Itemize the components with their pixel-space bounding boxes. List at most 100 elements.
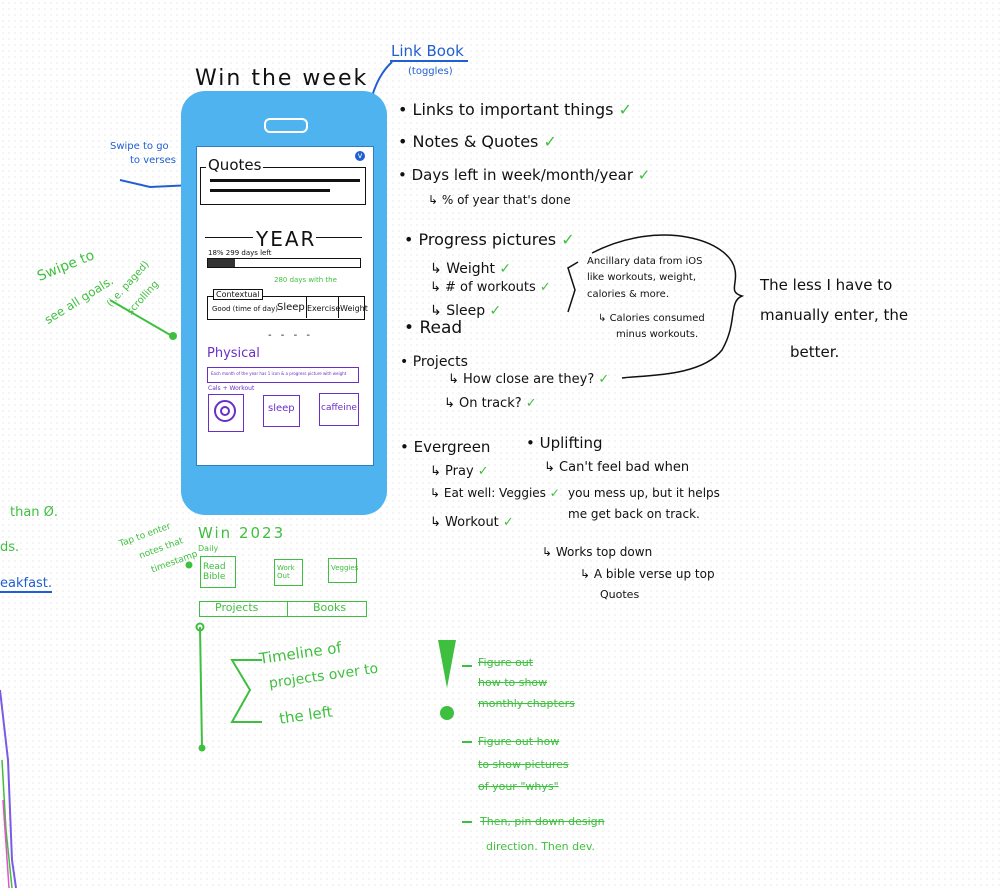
check-icon: ✓	[477, 464, 489, 479]
feature-evergreen: • Evergreen	[400, 438, 491, 456]
caffeine-tile-label: caffeine	[321, 403, 357, 413]
tab-books[interactable]: Books	[313, 601, 347, 614]
feature-read: • Read	[404, 318, 463, 338]
todo-item: how to show	[478, 676, 548, 689]
phone-speaker	[264, 118, 308, 133]
todo-item: direction. Then dev.	[486, 840, 596, 853]
exercise-metric: Exercise	[307, 304, 341, 313]
page-dots: - - - -	[268, 330, 313, 341]
todo-item: Figure out	[478, 656, 534, 669]
left-fragment: ds.	[0, 540, 20, 555]
check-icon: ✓	[539, 280, 551, 295]
tabs-row[interactable]	[199, 601, 367, 617]
work-out-label: Work Out	[277, 564, 295, 580]
uplifting-note: me get back on track.	[568, 507, 700, 521]
check-icon: ✓	[525, 396, 537, 411]
year-label: YEAR	[256, 227, 317, 251]
ancillary-note: Ancillary data from iOS	[587, 256, 703, 267]
check-icon: ✓	[561, 230, 575, 249]
quotes-card[interactable]	[200, 167, 366, 205]
read-bible-tile[interactable]	[200, 556, 236, 588]
underline	[390, 60, 468, 62]
divider	[287, 601, 288, 617]
feature-progress: • Progress pictures ✓	[404, 230, 575, 249]
bible-verse-note: ↳ A bible verse up top	[580, 567, 715, 581]
year-progress-bar	[207, 258, 361, 268]
check-icon: ✓	[637, 166, 651, 184]
check-icon: ✓	[543, 132, 557, 151]
feature-eat-well: ↳ Eat well: Veggies ✓	[430, 486, 560, 500]
calories-note: ↳ Calories consumed	[598, 313, 705, 324]
good-label: Good (time of day)	[212, 305, 279, 313]
swipe-verses-label: Swipe to go	[110, 141, 169, 152]
todo-item: monthly chapters	[478, 697, 575, 710]
check-icon: ✓	[502, 515, 514, 530]
less-enter-note: The less I have to	[760, 276, 893, 294]
year-progress-text: 18% 299 days left	[208, 249, 272, 257]
divider	[205, 237, 253, 238]
read-bible-label: Read Bible	[203, 562, 226, 582]
quote-text-line	[210, 189, 330, 192]
check-icon: ✓	[499, 261, 512, 277]
todo-item: of your "whys"	[478, 780, 559, 793]
physical-bar-text: Each month of the year has 1 icon & a pr…	[211, 371, 347, 376]
quote-text-line	[210, 179, 360, 182]
feature-pct-year: ↳ % of year that's done	[428, 193, 571, 207]
todo-item: Then, pin down design	[480, 815, 605, 828]
cals-label: Cals + Workout	[208, 385, 255, 392]
calorie-ring-tile[interactable]	[208, 394, 244, 432]
works-top-down: ↳ Works top down	[542, 545, 653, 559]
bible-verse-note: Quotes	[600, 588, 640, 601]
phone-title: Win the week	[195, 66, 369, 91]
left-fragment: than Ø.	[10, 505, 59, 520]
divider	[338, 297, 339, 318]
check-icon: ✓	[549, 486, 560, 500]
work-out-tile[interactable]	[274, 559, 303, 586]
divider	[316, 237, 362, 238]
feature-links: • Links to important things ✓	[398, 100, 632, 119]
check-icon: ✓	[618, 100, 632, 119]
feature-days-left: • Days left in week/month/year ✓	[398, 166, 651, 184]
win-2023-title: Win 2023	[198, 524, 286, 542]
green-note: 280 days with the	[274, 276, 337, 284]
todo-item: to show pictures	[478, 758, 569, 771]
link-book-label: Link Book	[391, 42, 464, 60]
divider	[306, 297, 307, 318]
sleep-metric: Sleep	[277, 302, 305, 313]
todo-item: Figure out how	[478, 735, 560, 748]
tab-projects[interactable]: Projects	[215, 601, 259, 614]
feature-pray: ↳ Pray ✓	[430, 464, 489, 479]
link-book-toggle-icon[interactable]: v	[355, 151, 365, 161]
year-progress-fill	[208, 259, 236, 267]
feature-on-track: ↳ On track? ✓	[444, 396, 537, 411]
feature-uplifting: • Uplifting	[526, 434, 603, 452]
daily-label: Daily	[198, 544, 219, 553]
ancillary-note: calories & more.	[587, 289, 670, 300]
toggles-label: (toggles)	[408, 66, 453, 77]
feature-workouts: ↳ # of workouts ✓	[430, 280, 551, 295]
uplifting-note: ↳ Can't feel bad when	[544, 460, 690, 475]
ring-inner-icon	[220, 406, 230, 416]
less-enter-note: manually enter, the	[760, 306, 909, 324]
feature-how-close: ↳ How close are they? ✓	[448, 372, 610, 387]
feature-workout: ↳ Workout ✓	[430, 515, 514, 530]
physical-bar[interactable]	[207, 367, 359, 383]
metrics-row[interactable]	[207, 296, 365, 320]
swipe-verses-label: to verses	[130, 155, 176, 166]
uplifting-note: you mess up, but it helps	[568, 486, 720, 500]
check-icon: ✓	[598, 372, 610, 387]
contextual-label: Contextual	[213, 289, 263, 300]
caffeine-tile[interactable]	[319, 393, 359, 426]
veggies-tile[interactable]	[328, 558, 357, 583]
feature-weight: ↳ Weight ✓	[430, 261, 512, 277]
sleep-tile-label: sleep	[268, 403, 295, 414]
sleep-tile[interactable]	[263, 395, 300, 427]
feature-sleep: ↳ Sleep ✓	[430, 303, 502, 319]
veggies-label: Veggies	[331, 564, 359, 572]
quotes-label: Quotes	[206, 156, 264, 174]
calories-note: minus workouts.	[616, 329, 699, 340]
less-enter-note: better.	[790, 343, 840, 361]
weight-metric: Weight	[340, 304, 368, 313]
ancillary-note: like workouts, weight,	[587, 272, 697, 283]
